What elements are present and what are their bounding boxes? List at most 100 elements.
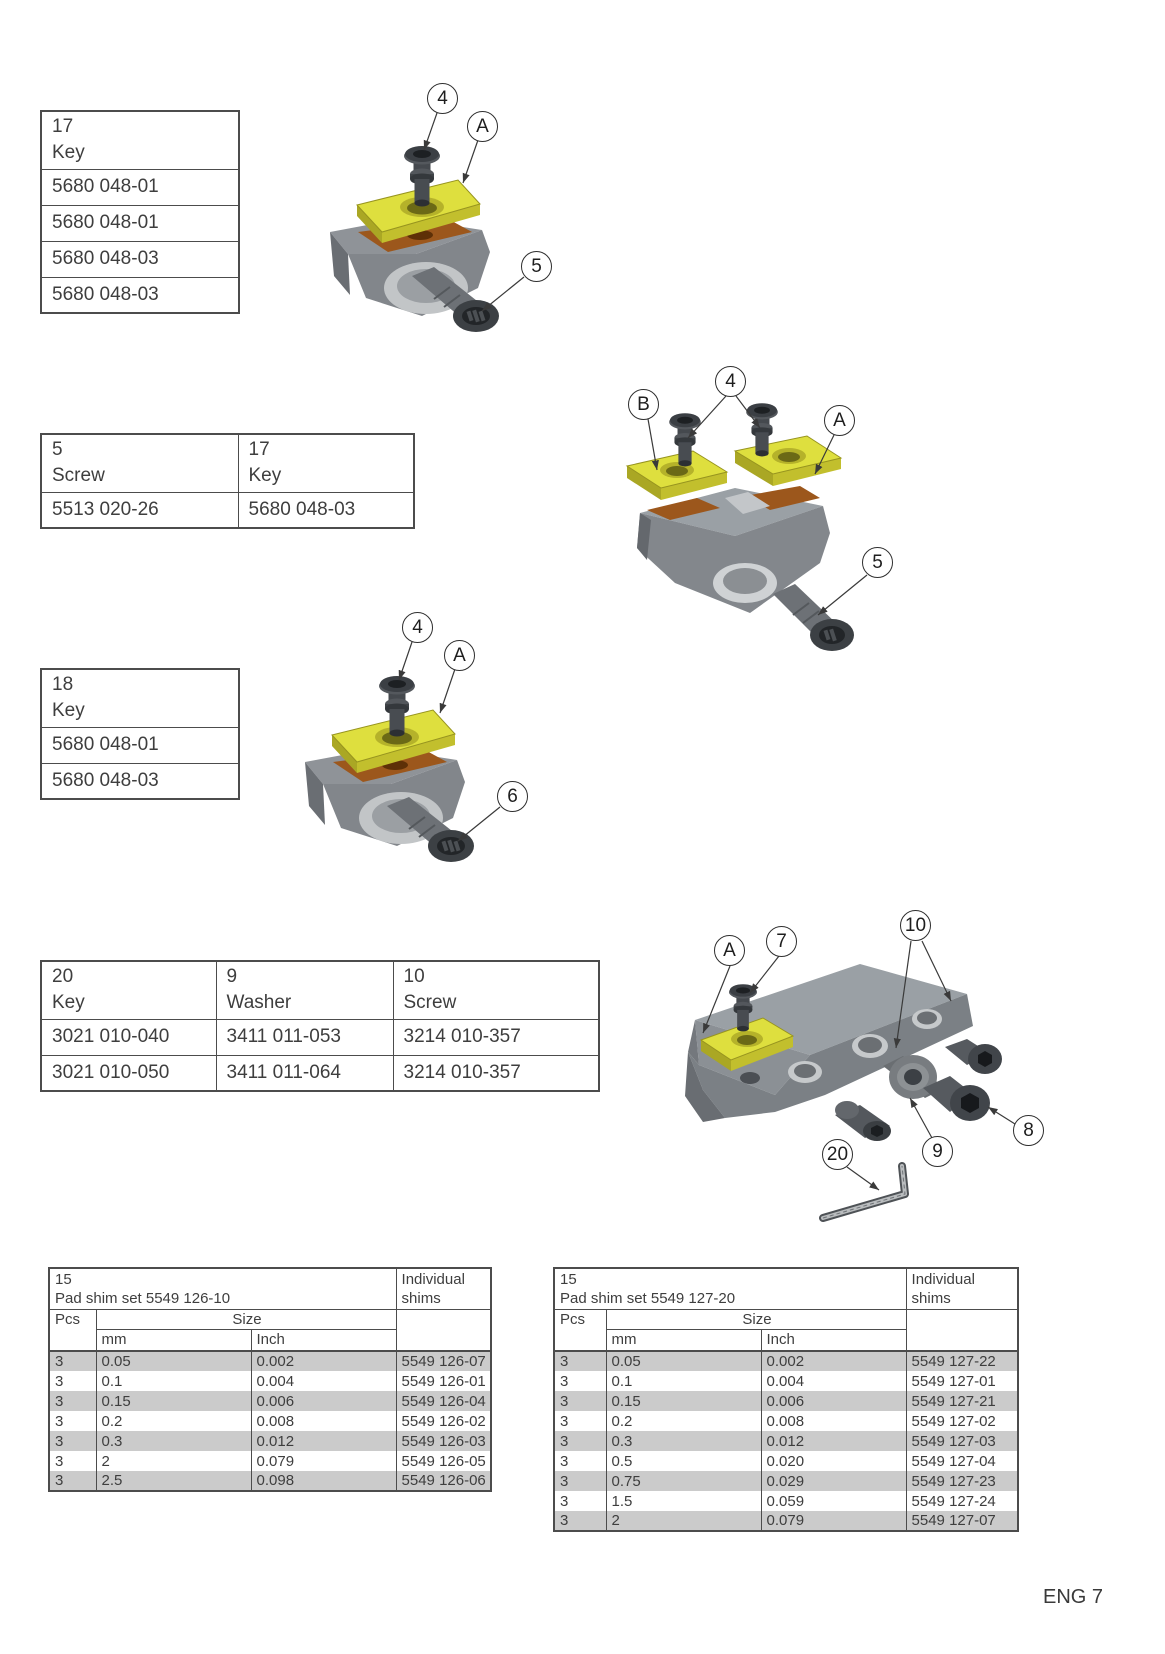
table-subheader-row: mm Inch — [49, 1329, 491, 1351]
mm-cell: 0.05 — [605, 1350, 761, 1371]
key-20-washer-screw-table: 20 Key 9 Washer 10 Screw 3021 010-040 34… — [40, 960, 600, 1092]
callout-label: 10 — [904, 914, 927, 936]
callout-9: 9 — [922, 1136, 953, 1167]
pcs-cell: 3 — [49, 1431, 96, 1451]
item-label: Washer — [226, 992, 292, 1014]
pcs-cell: 3 — [554, 1431, 606, 1451]
table-header-row: 5 Screw 17 Key — [40, 433, 415, 493]
part-cell: 5549 127-02 — [905, 1411, 1019, 1431]
callout-label: 4 — [437, 87, 448, 109]
part-cell: 5549 126-01 — [395, 1371, 492, 1391]
callout-label: 7 — [776, 930, 787, 952]
callout-5: 5 — [862, 547, 893, 578]
item-label: Screw — [52, 465, 105, 487]
column-header: 5 Screw — [40, 433, 239, 493]
table-subheader-row: Pcs Size — [49, 1309, 492, 1351]
column-header: 10 Screw — [392, 960, 600, 1020]
page-number: ENG 7 — [1043, 1586, 1104, 1608]
part-cell: 5549 127-22 — [905, 1350, 1019, 1371]
part-number-cell: 3021 010-040 — [40, 1018, 217, 1056]
item-label: Key — [52, 992, 85, 1014]
pcs-cell: 3 — [49, 1391, 96, 1411]
column-header: 18 Key — [40, 668, 240, 728]
pcs-cell: 3 — [554, 1471, 606, 1491]
mm-cell: 0.15 — [605, 1391, 761, 1411]
spacer-cell — [905, 1309, 1019, 1351]
item-number: 17 — [52, 116, 74, 138]
part-number-cell: 5680 048-01 — [40, 726, 240, 764]
table-title-row: 15 Pad shim set 5549 126-10 Individual s… — [49, 1268, 492, 1310]
pcs-cell: 3 — [554, 1391, 606, 1411]
pcs-cell: 3 — [560, 1492, 569, 1510]
table-row: 5680 048-01 — [40, 204, 240, 242]
callout-label: 9 — [932, 1140, 943, 1162]
inch-cell: 0.098 — [250, 1471, 397, 1491]
insert-screw — [404, 146, 440, 207]
key-17-table: 17 Key 5680 048-01 5680 048-01 5680 048-… — [40, 110, 240, 314]
set-screw — [835, 1101, 891, 1141]
table-row: 5513 020-26 5680 048-03 — [40, 491, 415, 529]
bar-toolholder-diagram: A 7 10 8 9 20 — [655, 900, 1055, 1230]
pcs-cell: 3 — [55, 1452, 64, 1470]
callout-8: 8 — [1013, 1115, 1044, 1146]
part-cell: 5549 127-23 — [905, 1471, 1019, 1491]
table-row: 5680 048-01 — [40, 168, 240, 206]
pcs-cell: 3 — [49, 1471, 96, 1491]
item-label: Key — [52, 142, 85, 164]
leader-lines — [702, 940, 1016, 1191]
column-header: 17 Key — [237, 433, 415, 493]
callout-4: 4 — [427, 83, 458, 114]
callout-label: 8 — [1023, 1119, 1034, 1141]
size-header: Size — [95, 1309, 397, 1330]
item-number: 10 — [403, 966, 425, 988]
part-cell: 5549 126-04 — [395, 1391, 492, 1411]
part-cell: 5549 127-24 — [905, 1491, 1019, 1511]
mm-cell: 2 — [605, 1511, 761, 1531]
pcs-cell: 3 — [560, 1372, 569, 1390]
mm-cell: 2 — [95, 1451, 251, 1471]
pcs-cell: 3 — [560, 1412, 569, 1430]
part-number-cell: 3214 010-357 — [392, 1054, 600, 1092]
callout-label: 4 — [412, 616, 423, 638]
part-cell: 5549 126-05 — [395, 1451, 492, 1471]
item-number: 9 — [226, 966, 238, 988]
table-subheader-row: Pcs Size — [554, 1309, 1019, 1351]
callout-4: 4 — [402, 612, 433, 643]
clamp-assembly-diagram-3: 4 A 6 — [285, 610, 535, 890]
mm-cell: 0.1 — [605, 1371, 761, 1391]
table-row: 5680 048-03 — [40, 762, 240, 800]
part-cell: 5549 127-21 — [905, 1391, 1019, 1411]
clamp-screw — [773, 584, 854, 651]
mm-cell: 0.75 — [605, 1471, 761, 1491]
inch-cell: 0.008 — [760, 1411, 907, 1431]
callout-7: 7 — [766, 926, 797, 957]
toolholder-body — [637, 486, 830, 613]
inch-cell: 0.004 — [760, 1371, 907, 1391]
part-number-cell: 3411 011-053 — [215, 1018, 394, 1056]
exploded-view-drawing — [330, 112, 525, 332]
inch-cell: 0.012 — [760, 1431, 907, 1451]
part-number-cell: 5680 048-01 — [40, 204, 240, 242]
set-title: Pad shim set 5549 126-10 — [55, 1290, 231, 1307]
mm-cell: 0.15 — [95, 1391, 251, 1411]
mm-header: mm — [95, 1329, 251, 1351]
callout-5: 5 — [521, 251, 552, 282]
table-title-row: 15 Pad shim set 5549 127-20 Individual s… — [554, 1268, 1019, 1310]
size-header: Size — [605, 1309, 907, 1330]
table-header-row: 18 Key — [40, 668, 240, 728]
pcs-cell: 3 — [55, 1412, 64, 1430]
callout-6: 6 — [497, 781, 528, 812]
item-label: Key — [248, 465, 282, 487]
mm-cell: 0.3 — [605, 1431, 761, 1451]
item-label: Screw — [403, 992, 457, 1014]
callout-label: 6 — [507, 785, 518, 807]
